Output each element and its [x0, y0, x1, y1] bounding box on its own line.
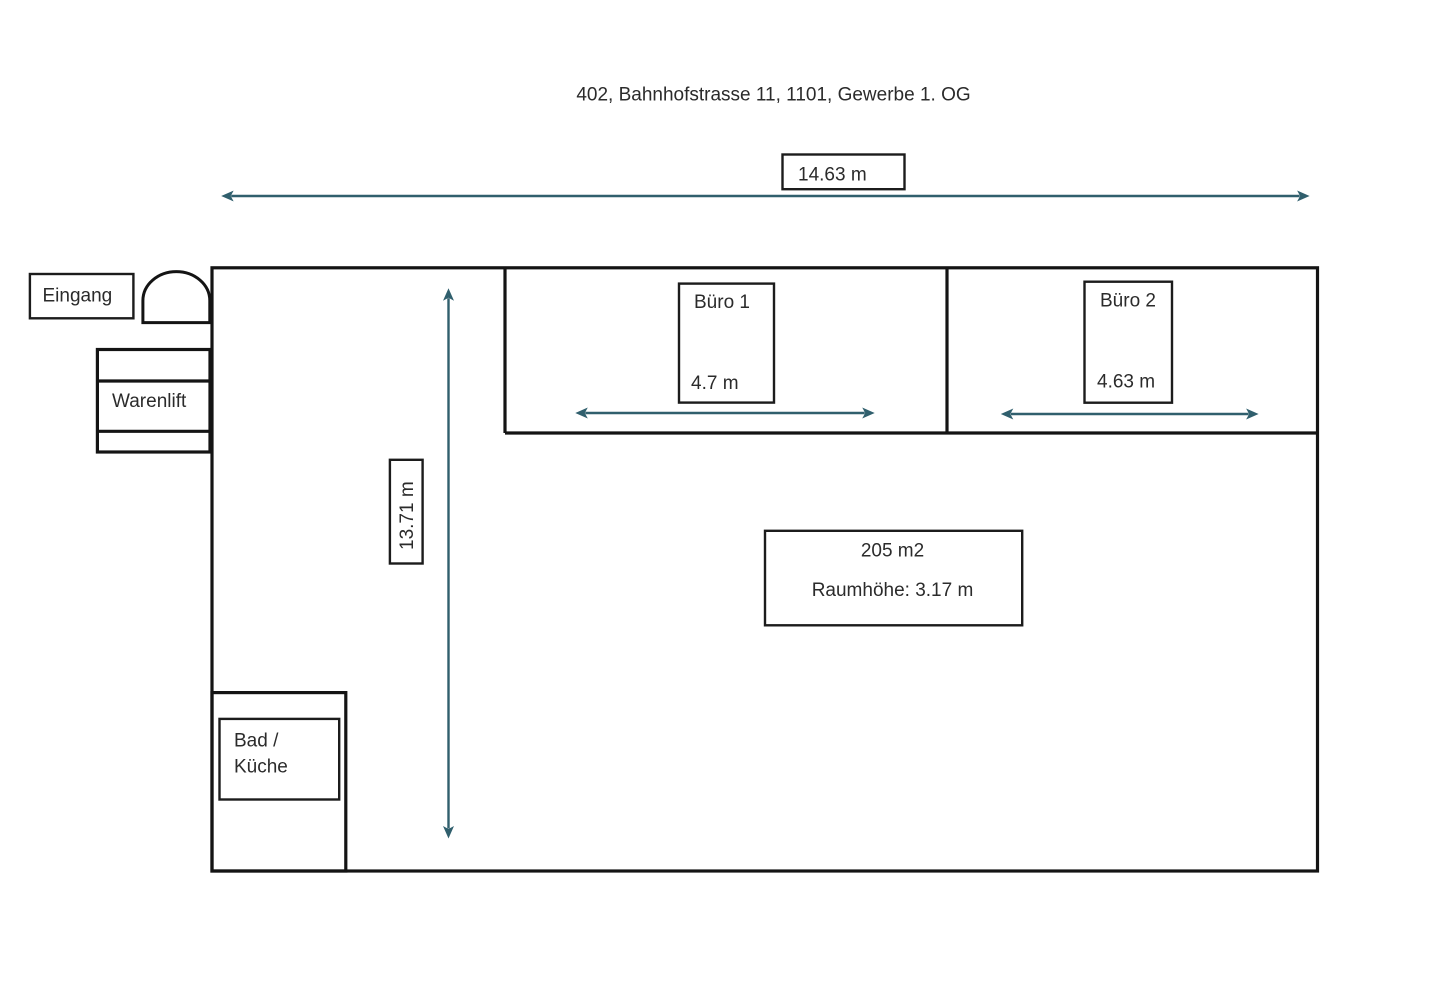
svg-text:13.71 m: 13.71 m — [397, 481, 418, 550]
svg-text:Küche: Küche — [234, 757, 288, 778]
svg-text:4.63 m: 4.63 m — [1097, 372, 1155, 393]
svg-text:205 m2: 205 m2 — [861, 540, 924, 561]
svg-text:14.63 m: 14.63 m — [798, 165, 867, 186]
svg-text:Büro 2: Büro 2 — [1100, 291, 1156, 312]
svg-text:Warenlift: Warenlift — [112, 391, 187, 412]
svg-text:Bad /: Bad / — [234, 731, 279, 752]
svg-text:402, Bahnhofstrasse 11, 1101,: 402, Bahnhofstrasse 11, 1101, Gewerbe 1.… — [576, 85, 970, 106]
svg-text:Raumhöhe: 3.17 m: Raumhöhe: 3.17 m — [812, 580, 974, 601]
svg-text:4.7 m: 4.7 m — [691, 373, 739, 394]
svg-text:Büro 1: Büro 1 — [694, 292, 750, 313]
svg-text:Eingang: Eingang — [43, 286, 113, 307]
